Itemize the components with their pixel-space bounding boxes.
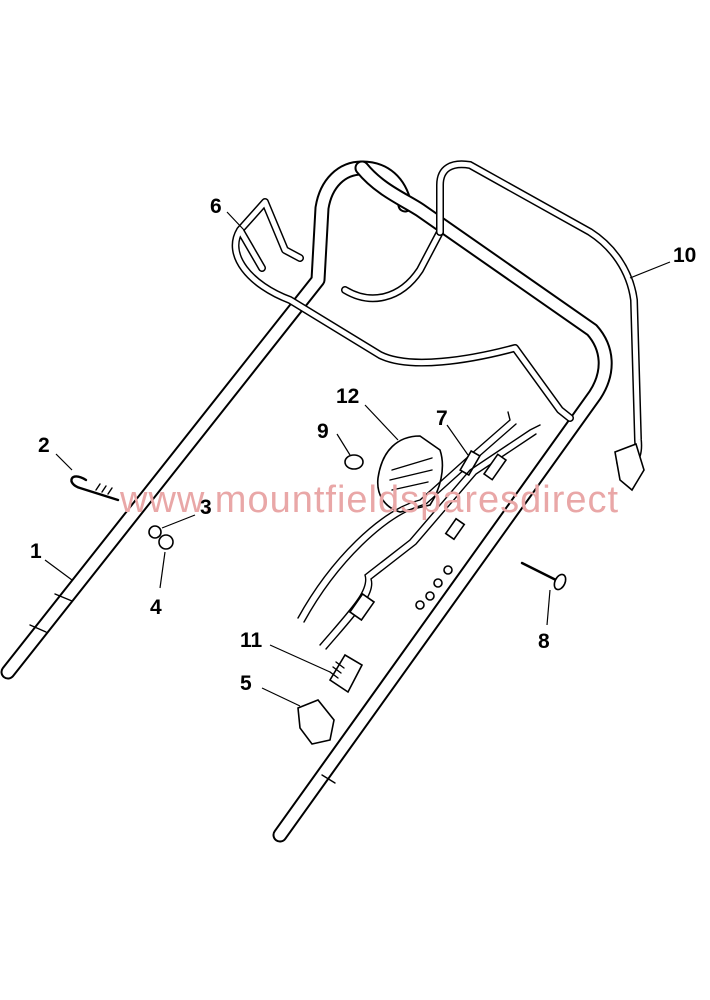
callout-10: 10: [673, 244, 696, 267]
drive-bail: [436, 160, 645, 492]
callout-5: 5: [240, 672, 252, 695]
callout-3: 3: [200, 496, 212, 519]
leader-lines: [44, 211, 671, 707]
callout-4: 4: [150, 596, 162, 619]
watermark: www.mountfieldsparesdirect: [119, 479, 619, 521]
control-housing: [376, 435, 444, 513]
callout-6: 6: [210, 195, 222, 218]
callout-8: 8: [538, 630, 550, 653]
callout-7: 7: [436, 407, 448, 430]
cable-clips: [415, 565, 453, 610]
callout-12: 12: [336, 385, 359, 408]
washer: [148, 525, 162, 539]
nut: [158, 534, 174, 550]
hook-bolt: [70, 475, 120, 502]
callout-2: 2: [38, 434, 50, 457]
callout-labels: 1 2 3 4 5 6 7 8 9 10 11 12: [30, 195, 696, 695]
handle-bolt: [520, 561, 567, 591]
control-cables: [297, 411, 541, 694]
handle-clip: [297, 699, 335, 745]
callout-9: 9: [317, 420, 329, 443]
bail-bar: [231, 198, 574, 422]
spacer: [344, 454, 364, 470]
callout-1: 1: [30, 540, 42, 563]
right-handle-tube: [272, 160, 613, 843]
callout-11: 11: [240, 629, 263, 652]
left-handle-tube: [0, 160, 413, 680]
